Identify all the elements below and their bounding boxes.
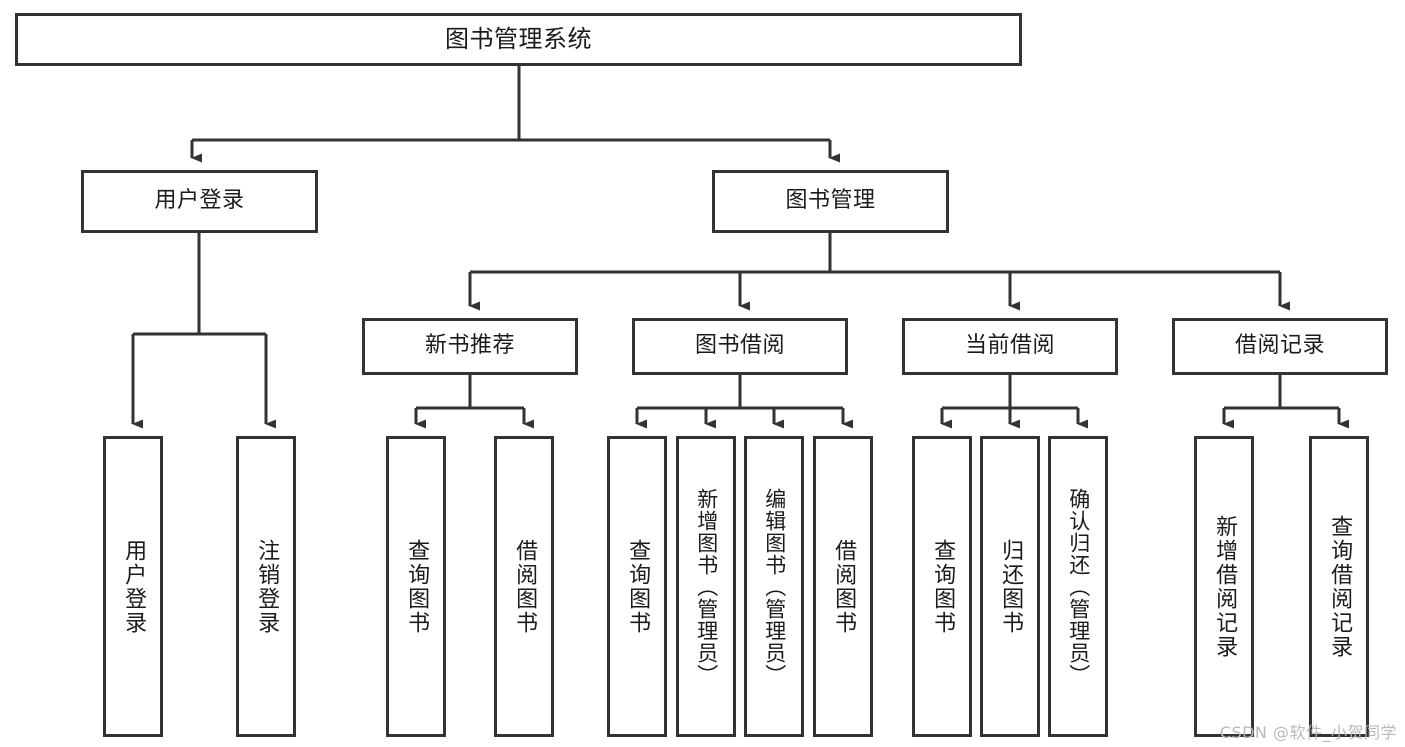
- node-book-borrow[interactable]: 图书借阅: [632, 318, 848, 375]
- leaf-label: 查询图书: [930, 538, 956, 635]
- leaf-borrow-records-add[interactable]: 新增借阅记录: [1194, 436, 1254, 737]
- leaf-user-login-logout[interactable]: 注销登录: [236, 436, 296, 737]
- node-new-book-recommend[interactable]: 新书推荐: [362, 318, 578, 375]
- leaf-label: 确认归还（管理员）: [1066, 487, 1091, 686]
- node-new-book-recommend-label: 新书推荐: [424, 333, 515, 359]
- leaf-book-borrow-borrow[interactable]: 借阅图书: [813, 436, 873, 737]
- leaf-label: 用户登录: [121, 538, 147, 635]
- node-root[interactable]: 图书管理系统: [15, 13, 1022, 66]
- leaf-label: 注销登录: [254, 538, 280, 635]
- leaf-book-borrow-edit[interactable]: 编辑图书（管理员）: [744, 436, 804, 737]
- leaf-label: 查询图书: [404, 538, 430, 635]
- node-borrow-records[interactable]: 借阅记录: [1172, 318, 1388, 375]
- leaf-label: 查询图书: [625, 538, 651, 635]
- node-current-borrow-label: 当前借阅: [964, 333, 1055, 359]
- leaf-book-borrow-add[interactable]: 新增图书（管理员）: [676, 436, 736, 737]
- leaf-user-login-login[interactable]: 用户登录: [103, 436, 163, 737]
- leaf-label: 查询借阅记录: [1327, 514, 1353, 659]
- leaf-label: 借阅图书: [831, 538, 857, 635]
- node-root-label: 图书管理系统: [445, 25, 592, 54]
- leaf-label: 归还图书: [998, 538, 1024, 635]
- leaf-current-borrow-query[interactable]: 查询图书: [912, 436, 972, 737]
- leaf-book-borrow-query[interactable]: 查询图书: [607, 436, 667, 737]
- node-book-borrow-label: 图书借阅: [694, 333, 785, 359]
- node-user-login[interactable]: 用户登录: [81, 170, 318, 233]
- node-user-login-label: 用户登录: [154, 188, 245, 214]
- node-current-borrow[interactable]: 当前借阅: [902, 318, 1118, 375]
- leaf-label: 编辑图书（管理员）: [762, 487, 787, 686]
- leaf-label: 新增图书（管理员）: [694, 487, 719, 686]
- node-book-manage-label: 图书管理: [785, 188, 876, 214]
- leaf-current-borrow-confirm[interactable]: 确认归还（管理员）: [1048, 436, 1108, 737]
- node-borrow-records-label: 借阅记录: [1234, 333, 1325, 359]
- leaf-label: 借阅图书: [512, 538, 538, 635]
- leaf-new-book-borrow[interactable]: 借阅图书: [494, 436, 554, 737]
- node-book-manage[interactable]: 图书管理: [712, 170, 949, 233]
- csdn-watermark: CSDN @软件_小贺同学: [1219, 723, 1397, 742]
- leaf-new-book-query[interactable]: 查询图书: [386, 436, 446, 737]
- leaf-current-borrow-return[interactable]: 归还图书: [980, 436, 1040, 737]
- leaf-borrow-records-query[interactable]: 查询借阅记录: [1309, 436, 1369, 737]
- leaf-label: 新增借阅记录: [1212, 514, 1238, 659]
